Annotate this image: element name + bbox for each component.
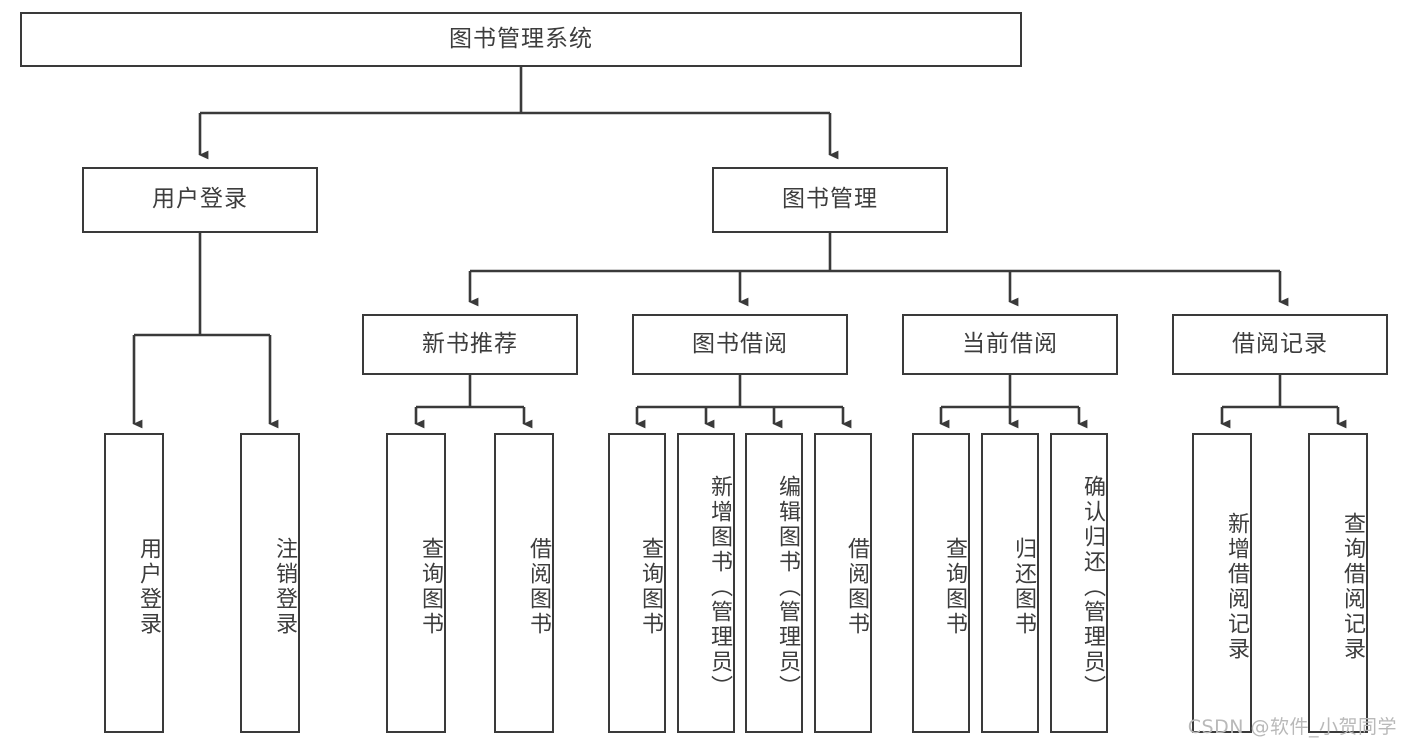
node-leaf-confirm-return-admin[interactable]: 确认归还（管理员） [1050,433,1108,733]
node-label: 归还图书 [1011,537,1036,637]
node-label: 查询图书 [418,537,443,637]
node-leaf-borrow-books[interactable]: 借阅图书 [814,433,872,733]
node-current-borrowing[interactable]: 当前借阅 [902,314,1118,375]
node-label: 新书推荐 [422,330,518,357]
node-label: 编辑图书（管理员） [775,474,800,700]
node-label: 图书管理系统 [449,25,593,52]
node-leaf-query-books-recommend[interactable]: 查询图书 [386,433,446,733]
node-leaf-edit-book-admin[interactable]: 编辑图书（管理员） [745,433,803,733]
node-label: 确认归还（管理员） [1080,474,1105,700]
node-leaf-query-books-borrow[interactable]: 查询图书 [608,433,666,733]
node-leaf-add-borrow-record[interactable]: 新增借阅记录 [1192,433,1252,733]
node-label: 查询借阅记录 [1340,512,1365,662]
node-label: 查询图书 [638,537,663,637]
node-label: 用户登录 [136,537,161,637]
node-leaf-query-borrow-record[interactable]: 查询借阅记录 [1308,433,1368,733]
node-new-book-recommendation[interactable]: 新书推荐 [362,314,578,375]
node-book-management[interactable]: 图书管理 [712,167,948,233]
node-label: 借阅图书 [844,537,869,637]
node-label: 用户登录 [152,186,248,213]
node-label: 借阅记录 [1232,330,1328,357]
node-book-borrowing[interactable]: 图书借阅 [632,314,848,375]
watermark-text: CSDN @软件_小贺同学 [1187,716,1397,738]
node-borrowing-record[interactable]: 借阅记录 [1172,314,1388,375]
node-user-login[interactable]: 用户登录 [82,167,318,233]
node-label: 借阅图书 [526,537,551,637]
node-leaf-add-book-admin[interactable]: 新增图书（管理员） [677,433,735,733]
node-label: 新增借阅记录 [1224,512,1249,662]
node-leaf-borrow-books-recommend[interactable]: 借阅图书 [494,433,554,733]
node-label: 查询图书 [942,537,967,637]
node-label: 图书借阅 [692,330,788,357]
node-root-book-management-system[interactable]: 图书管理系统 [20,12,1022,67]
node-label: 当前借阅 [962,330,1058,357]
node-leaf-user-login[interactable]: 用户登录 [104,433,164,733]
node-label: 新增图书（管理员） [707,474,732,700]
node-label: 图书管理 [782,186,878,213]
node-leaf-logout[interactable]: 注销登录 [240,433,300,733]
node-leaf-query-books-current[interactable]: 查询图书 [912,433,970,733]
node-label: 注销登录 [272,537,297,637]
node-leaf-return-books[interactable]: 归还图书 [981,433,1039,733]
